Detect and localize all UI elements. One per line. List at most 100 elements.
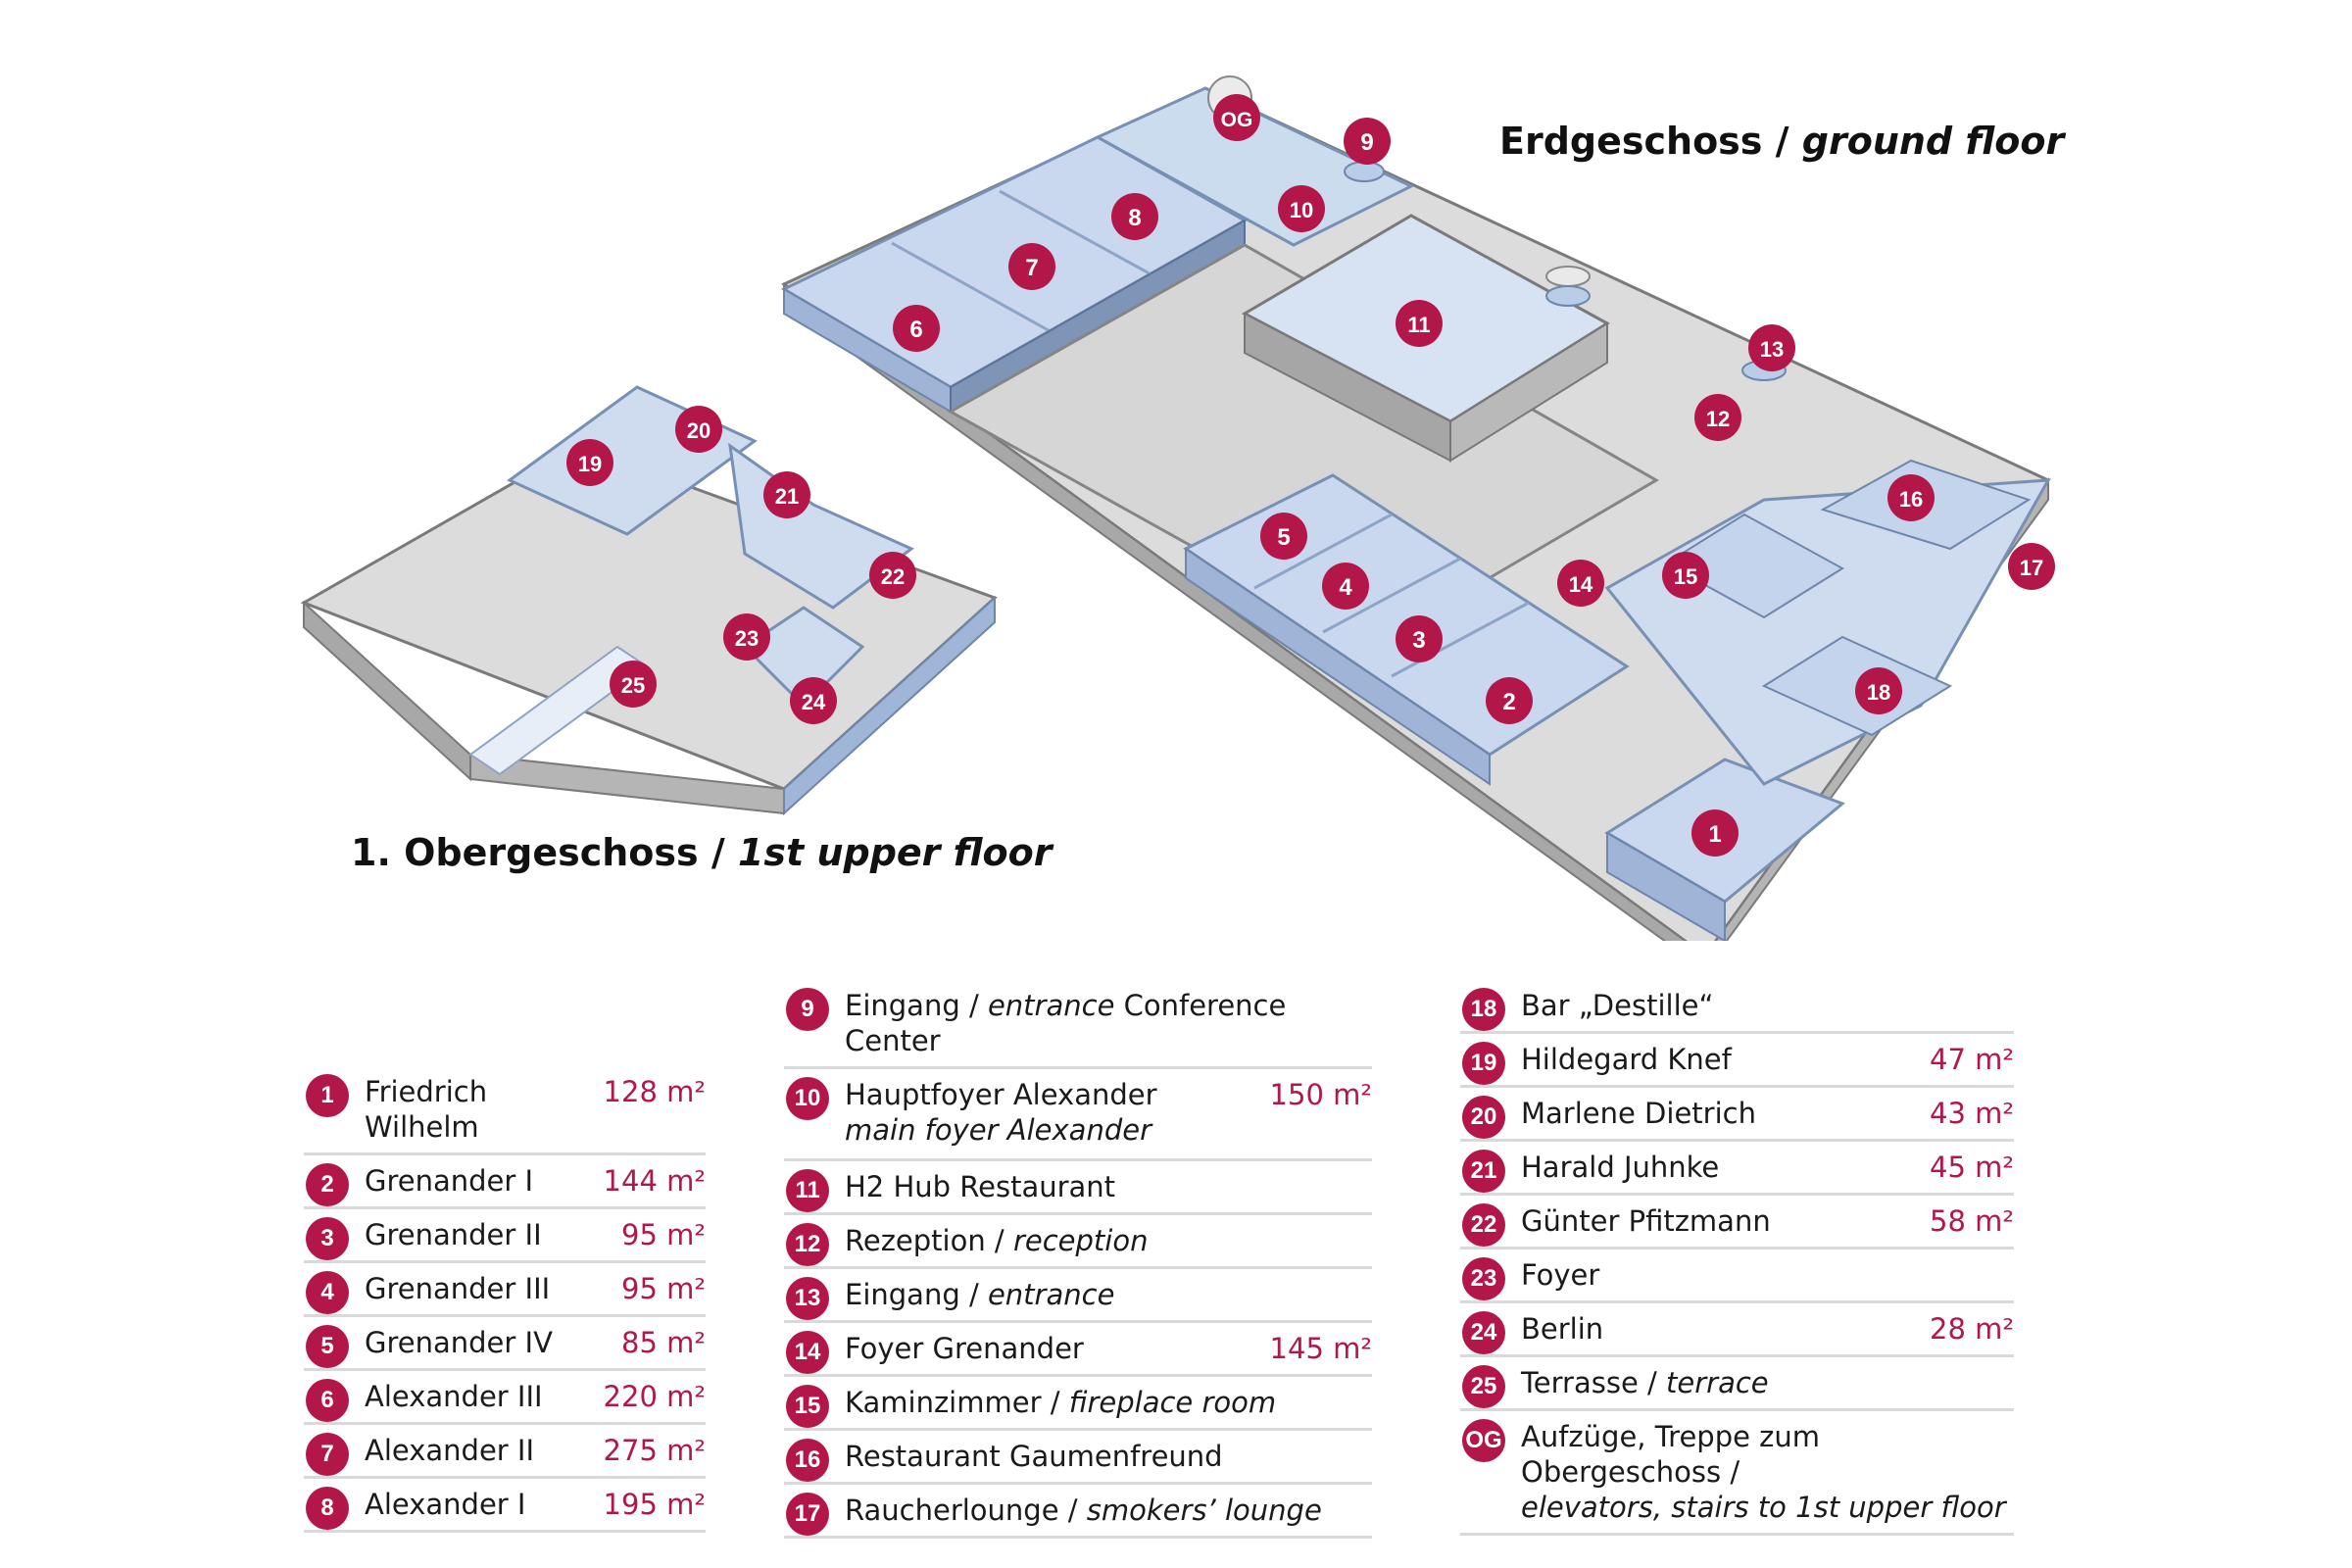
- marker-9[interactable]: 9: [1344, 118, 1391, 165]
- legend-area: 220 m²: [603, 1380, 706, 1413]
- svg-text:23: 23: [735, 626, 759, 651]
- legend-label: Friedrich Wilhelm: [365, 1074, 594, 1145]
- legend-name: Raucherlounge: [845, 1494, 1059, 1527]
- svg-text:8: 8: [1128, 205, 1141, 231]
- legend-name: Alexander II: [365, 1434, 535, 1467]
- legend-area: 150 m²: [1269, 1078, 1372, 1111]
- legend-name: Eingang: [845, 989, 960, 1022]
- marker-11[interactable]: 11: [1396, 300, 1443, 347]
- marker-24[interactable]: 24: [790, 677, 837, 724]
- legend-name: Grenander I: [365, 1164, 534, 1198]
- legend-name-en: fireplace room: [1068, 1386, 1277, 1419]
- legend-name: Grenander III: [365, 1272, 551, 1305]
- marker-21[interactable]: 21: [763, 471, 810, 518]
- legend-number-badge: 16: [786, 1439, 829, 1482]
- marker-19[interactable]: 19: [566, 439, 613, 486]
- marker-12[interactable]: 12: [1694, 394, 1741, 441]
- upper-floor-plan: [300, 385, 998, 816]
- svg-text:15: 15: [1674, 564, 1697, 589]
- ground-floor-title-de: Erdgeschoss: [1499, 120, 1763, 163]
- svg-text:OG: OG: [1221, 109, 1253, 131]
- marker-2[interactable]: 2: [1486, 677, 1533, 724]
- marker-7[interactable]: 7: [1008, 243, 1055, 290]
- legend-name-en: elevators, stairs to 1st upper floor: [1521, 1491, 2006, 1524]
- svg-text:14: 14: [1569, 572, 1593, 597]
- room-markers: 1 2 3 4 5 6 7 8 9 10 11 12 13 14 15 16 1…: [566, 94, 2055, 857]
- marker-20[interactable]: 20: [675, 406, 722, 453]
- legend-name-suffix: Conference Center: [845, 989, 1287, 1057]
- legend-number-badge: 21: [1462, 1150, 1505, 1193]
- svg-text:18: 18: [1867, 680, 1890, 705]
- marker-15[interactable]: 15: [1662, 552, 1709, 599]
- marker-23[interactable]: 23: [723, 613, 770, 661]
- legend-number-badge: 19: [1462, 1042, 1505, 1085]
- legend-number-badge: 1: [306, 1074, 349, 1117]
- marker-18[interactable]: 18: [1855, 667, 1902, 714]
- legend-label: Terrasse / terrace: [1521, 1366, 1769, 1399]
- legend-number-badge: 15: [786, 1385, 829, 1428]
- svg-text:19: 19: [578, 452, 602, 476]
- legend-label: Restaurant Gaumenfreund: [845, 1439, 1372, 1474]
- legend-number-badge: 9: [786, 988, 829, 1031]
- marker-og[interactable]: OG: [1213, 94, 1260, 141]
- legend-number-badge: 14: [786, 1331, 829, 1374]
- legend-name: Hildegard Knef: [1521, 1043, 1732, 1076]
- svg-text:13: 13: [1760, 337, 1784, 362]
- legend-number-badge: 5: [306, 1325, 349, 1368]
- legend-name-en: entrance: [987, 1278, 1115, 1311]
- marker-14[interactable]: 14: [1557, 560, 1604, 607]
- marker-4[interactable]: 4: [1322, 563, 1369, 610]
- legend-area: 45 m²: [1930, 1151, 2014, 1184]
- ground-floor-title-en: ground floor: [1801, 120, 2065, 163]
- svg-text:24: 24: [802, 690, 826, 714]
- legend-name: Hauptfoyer Alexander: [845, 1078, 1157, 1111]
- legend-name: Kaminzimmer: [845, 1386, 1042, 1419]
- legend-area: 85 m²: [621, 1326, 706, 1359]
- marker-5[interactable]: 5: [1260, 513, 1307, 560]
- marker-25[interactable]: 25: [610, 661, 657, 708]
- legend-number-badge: 4: [306, 1271, 349, 1314]
- legend-name: Restaurant Gaumenfreund: [845, 1440, 1223, 1473]
- legend-name: Berlin: [1521, 1312, 1604, 1346]
- marker-22[interactable]: 22: [869, 552, 916, 599]
- marker-1[interactable]: 1: [1691, 809, 1739, 857]
- marker-3[interactable]: 3: [1396, 615, 1443, 662]
- upper-floor-title-de: 1. Obergeschoss: [351, 831, 699, 874]
- legend-label: Harald Juhnke: [1521, 1150, 1920, 1185]
- legend-name: Aufzüge, Treppe zum Obergeschoss /: [1521, 1420, 1821, 1489]
- legend-name-en: terrace: [1666, 1366, 1769, 1399]
- legend-label: Grenander III: [365, 1271, 612, 1306]
- legend-name-en: reception: [1012, 1224, 1149, 1257]
- legend-label: Alexander III: [365, 1379, 594, 1414]
- marker-10[interactable]: 10: [1278, 185, 1325, 232]
- legend-number-badge: 8: [306, 1487, 349, 1530]
- svg-text:9: 9: [1360, 129, 1373, 156]
- floor-plan-map: 1 2 3 4 5 6 7 8 9 10 11 12 13 14 15 16 1…: [300, 75, 2055, 941]
- marker-16[interactable]: 16: [1887, 474, 1935, 521]
- legend-name: Alexander I: [365, 1488, 526, 1521]
- marker-8[interactable]: 8: [1111, 193, 1158, 240]
- legend-label: Foyer: [1521, 1257, 2014, 1293]
- legend-name-en: main foyer Alexander: [845, 1113, 1152, 1147]
- ground-floor-title: Erdgeschoss / ground floor: [1499, 120, 2065, 163]
- marker-6[interactable]: 6: [893, 305, 940, 352]
- svg-text:5: 5: [1277, 524, 1290, 551]
- legend-name: Foyer: [1521, 1258, 1600, 1292]
- legend-label: Alexander II: [365, 1433, 594, 1468]
- marker-17[interactable]: 17: [2008, 543, 2055, 590]
- svg-text:11: 11: [1407, 313, 1430, 337]
- legend-label: Günter Pfitzmann: [1521, 1203, 1920, 1239]
- marker-13[interactable]: 13: [1748, 324, 1795, 371]
